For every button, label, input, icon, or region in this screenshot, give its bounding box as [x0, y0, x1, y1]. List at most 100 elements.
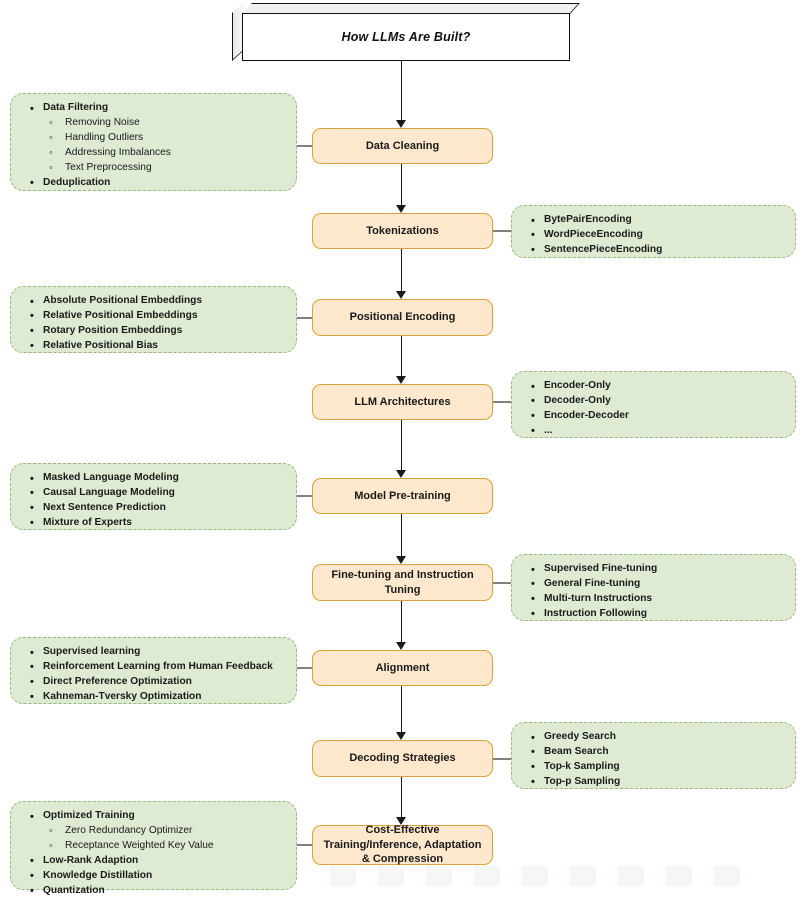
edge-branch-decoding-strategies-details [492, 757, 512, 760]
detail-sublist: Removing NoiseHandling OutliersAddressin… [43, 115, 286, 176]
stage-label: Alignment [375, 661, 430, 674]
stage-node-positional-encoding[interactable]: Positional Encoding [312, 299, 493, 336]
stage-node-cost-effective[interactable]: Cost-Effective Training/Inference, Adapt… [312, 823, 493, 866]
detail-item: Encoder-Decoder [522, 409, 785, 424]
detail-item-label: WordPieceEncoding [544, 229, 643, 240]
edge-title-to-data-cleaning-line [401, 61, 403, 120]
stage-node-alignment[interactable]: Alignment [312, 650, 493, 686]
detail-item-label: Kahneman-Tversky Optimization [43, 691, 202, 702]
detail-item: General Fine-tuning [522, 577, 785, 592]
edge-branch-data-cleaning-details [297, 145, 313, 148]
detail-item: Top-k Sampling [522, 760, 785, 775]
edge-data-cleaning-to-tokenizations-arrowhead [396, 205, 406, 213]
detail-subitem: Text Preprocessing [43, 160, 286, 176]
detail-node-data-cleaning-details[interactable]: Data FilteringRemoving NoiseHandling Out… [10, 93, 297, 191]
detail-list: Greedy SearchBeam SearchTop-k SamplingTo… [522, 730, 785, 790]
detail-item: Reinforcement Learning from Human Feedba… [21, 660, 286, 675]
detail-item-label: Direct Preference Optimization [43, 676, 192, 687]
detail-item-label: BytePairEncoding [544, 214, 632, 225]
detail-item-label: Greedy Search [544, 731, 616, 742]
edge-branch-cost-effective-details [297, 844, 313, 847]
stage-node-model-pre-training[interactable]: Model Pre-training [312, 478, 493, 514]
detail-node-positional-encoding-details[interactable]: Absolute Positional EmbeddingsRelative P… [10, 286, 297, 353]
detail-item-label: Deduplication [43, 177, 110, 188]
edge-decoding-strategies-to-cost-effective-line [401, 777, 403, 817]
detail-item-label: Reinforcement Learning from Human Feedba… [43, 661, 273, 672]
detail-item: Multi-turn Instructions [522, 592, 785, 607]
detail-list: Optimized TrainingZero Redundancy Optimi… [21, 809, 286, 899]
edge-llm-architectures-to-model-pre-training-arrowhead [396, 470, 406, 478]
edge-positional-encoding-to-llm-architectures-arrowhead [396, 376, 406, 384]
stage-node-llm-architectures[interactable]: LLM Architectures [312, 384, 493, 420]
detail-item: BytePairEncoding [522, 213, 785, 228]
detail-item: Mixture of Experts [21, 516, 286, 531]
detail-item-label: Supervised learning [43, 646, 140, 657]
detail-item: Beam Search [522, 745, 785, 760]
stage-label: Fine-tuning and Instruction Tuning [331, 568, 474, 596]
detail-item: Low-Rank Adaption [21, 854, 286, 869]
edge-branch-tokenizations-details [492, 230, 512, 233]
stage-node-decoding-strategies[interactable]: Decoding Strategies [312, 740, 493, 777]
stage-label: Cost-Effective Training/Inference, Adapt… [323, 823, 482, 866]
edge-alignment-to-decoding-strategies-line [401, 686, 403, 732]
detail-item-label: Masked Language Modeling [43, 472, 179, 483]
detail-item: Relative Positional Bias [21, 339, 286, 354]
detail-item-label: Instruction Following [544, 608, 647, 619]
detail-item: Direct Preference Optimization [21, 675, 286, 690]
detail-item: Optimized TrainingZero Redundancy Optimi… [21, 809, 286, 855]
detail-item: SentencePieceEncoding [522, 243, 785, 258]
detail-node-alignment-details[interactable]: Supervised learningReinforcement Learnin… [10, 637, 297, 704]
edge-llm-architectures-to-model-pre-training-line [401, 420, 403, 470]
edge-alignment-to-decoding-strategies-arrowhead [396, 732, 406, 740]
stage-label: Tokenizations [366, 224, 439, 237]
detail-sublist: Zero Redundancy OptimizerReceptance Weig… [43, 823, 286, 854]
stage-node-data-cleaning[interactable]: Data Cleaning [312, 128, 493, 164]
detail-item: ... [522, 424, 785, 439]
detail-item: Next Sentence Prediction [21, 501, 286, 516]
detail-node-cost-effective-details[interactable]: Optimized TrainingZero Redundancy Optimi… [10, 801, 297, 896]
page-title: How LLMs Are Built? [341, 30, 471, 44]
stage-label: Data Cleaning [365, 139, 440, 152]
detail-item: WordPieceEncoding [522, 228, 785, 243]
edge-title-to-data-cleaning-arrowhead [396, 120, 406, 128]
edge-model-pre-training-to-fine-tuning-arrowhead [396, 556, 406, 564]
detail-list: Supervised Fine-tuningGeneral Fine-tunin… [522, 562, 785, 622]
detail-item: Encoder-Only [522, 379, 785, 394]
stage-node-fine-tuning[interactable]: Fine-tuning and Instruction Tuning [312, 564, 493, 601]
detail-item-label: Relative Positional Bias [43, 340, 158, 351]
detail-item-label: Beam Search [544, 746, 609, 757]
detail-item: Instruction Following [522, 607, 785, 622]
detail-item: Supervised learning [21, 645, 286, 660]
detail-node-decoding-strategies-details[interactable]: Greedy SearchBeam SearchTop-k SamplingTo… [511, 722, 796, 789]
detail-item-label: Top-k Sampling [544, 761, 620, 772]
detail-item-label: Optimized Training [43, 810, 135, 821]
edge-model-pre-training-to-fine-tuning-line [401, 514, 403, 556]
detail-subitem: Handling Outliers [43, 130, 286, 146]
detail-item-label: Multi-turn Instructions [544, 593, 652, 604]
edge-data-cleaning-to-tokenizations-line [401, 164, 403, 205]
detail-item-label: Decoder-Only [544, 395, 611, 406]
detail-list: BytePairEncodingWordPieceEncodingSentenc… [522, 213, 785, 258]
stage-node-tokenizations[interactable]: Tokenizations [312, 213, 493, 249]
stage-label: Decoding Strategies [349, 752, 456, 765]
stage-label: LLM Architectures [354, 395, 451, 408]
detail-item-label: Encoder-Decoder [544, 410, 629, 421]
edge-branch-model-pre-training-details [297, 495, 313, 498]
detail-item: Kahneman-Tversky Optimization [21, 690, 286, 705]
edge-branch-alignment-details [297, 667, 313, 670]
detail-item-label: Relative Positional Embeddings [43, 310, 198, 321]
detail-item-label: Causal Language Modeling [43, 487, 175, 498]
edge-tokenizations-to-positional-encoding-line [401, 249, 403, 291]
detail-item: Knowledge Distillation [21, 869, 286, 884]
detail-item-label: Low-Rank Adaption [43, 855, 138, 866]
detail-item: Relative Positional Embeddings [21, 309, 286, 324]
detail-item-label: Top-p Sampling [544, 776, 620, 787]
edge-branch-llm-architectures-details [492, 401, 512, 404]
detail-node-llm-architectures-details[interactable]: Encoder-OnlyDecoder-OnlyEncoder-Decoder.… [511, 371, 796, 438]
detail-node-tokenizations-details[interactable]: BytePairEncodingWordPieceEncodingSentenc… [511, 205, 796, 258]
detail-item-label: Mixture of Experts [43, 517, 132, 528]
detail-node-fine-tuning-details[interactable]: Supervised Fine-tuningGeneral Fine-tunin… [511, 554, 796, 621]
detail-node-model-pre-training-details[interactable]: Masked Language ModelingCausal Language … [10, 463, 297, 530]
stage-label: Model Pre-training [354, 489, 451, 502]
diagram-title-node: How LLMs Are Built? [232, 3, 580, 62]
